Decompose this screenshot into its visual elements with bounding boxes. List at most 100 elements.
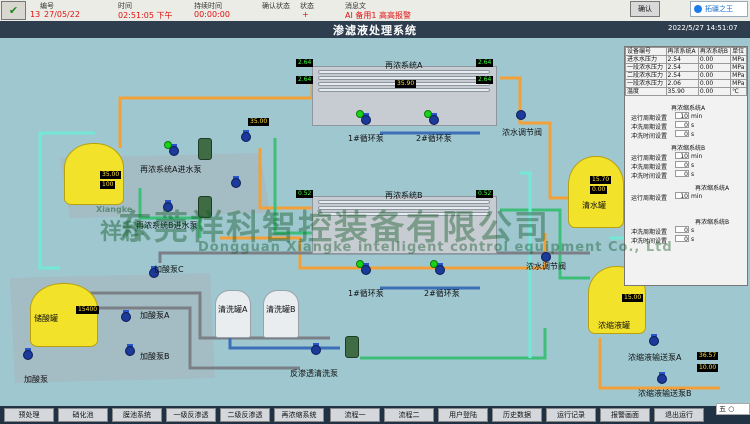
cell: 2.54 [665, 55, 699, 64]
backwash-pump-icon[interactable] [310, 343, 322, 357]
th-device: 设备编号 [625, 47, 667, 56]
acid-pump-b-icon[interactable] [124, 344, 136, 358]
conc-valve-b-label: 浓水调节阀 [526, 262, 566, 271]
nav-alarm[interactable]: 报警画面 [600, 408, 650, 422]
param-input[interactable]: 10 [675, 112, 689, 120]
circ-pump-1b-status [356, 260, 364, 268]
membrane-a4 [318, 88, 490, 92]
ro-skid-b [312, 196, 497, 254]
param-input[interactable]: 10 [675, 152, 689, 160]
alarm-header-status: 状态 [300, 2, 314, 10]
cell: 0.00 [697, 63, 732, 72]
param-unit: min [691, 113, 703, 120]
cell: ℃ [730, 87, 747, 96]
membrane-b2 [318, 206, 490, 210]
produced-tank-label: 清水罐 [582, 201, 606, 210]
nav-run-log[interactable]: 运行记录 [546, 408, 596, 422]
feed-filter-a [198, 138, 212, 160]
acid-pump-c-label: 加酸泵C [154, 265, 184, 274]
ro-system-b-label: 再浓系统B [385, 191, 423, 200]
logo-text: 拓疆之王 [705, 5, 733, 13]
alarm-ack-button[interactable]: 确认 [630, 1, 660, 17]
param-input[interactable]: 0 [675, 235, 689, 243]
cell: 2.54 [665, 63, 699, 72]
param-input[interactable]: 0 [675, 130, 689, 138]
conc-pump-a-label: 浓缩液输送泵A [628, 353, 682, 362]
logo-badge: 拓疆之王 [690, 1, 748, 17]
cell: 2.06 [665, 79, 699, 88]
param-input[interactable]: 0 [675, 170, 689, 178]
nav-ro1[interactable]: 一级反渗透 [166, 408, 216, 422]
param-input[interactable]: 0 [675, 121, 689, 129]
acid-tank-level: 15400 [76, 306, 100, 314]
nav-flow-2[interactable]: 流程二 [384, 408, 434, 422]
param-unit: min [691, 153, 703, 160]
nav-login[interactable]: 用户登陆 [438, 408, 488, 422]
produced-tank-level: 15.70 [590, 176, 612, 184]
nav-exit[interactable]: 退出运行 [654, 408, 704, 422]
param-label: 冲洗周期设置 [631, 124, 668, 131]
system-tray[interactable]: 五 ○ [716, 403, 750, 415]
conc-pump-b-icon[interactable] [656, 372, 668, 386]
circ-pump-2b-icon[interactable] [434, 263, 446, 277]
param-label: 冲洗时间设置 [631, 133, 668, 140]
feed-filter-b [198, 196, 212, 218]
alarm-banner: ✔ 编号 时间 持续时间 确认状态 状态 消息文 13 27/05/22 02:… [0, 0, 750, 22]
cell: 2.54 [665, 71, 699, 80]
backwash-filter [345, 336, 359, 358]
param-unit: s [691, 227, 695, 234]
cell: MPa [730, 79, 747, 88]
nav-history[interactable]: 历史数据 [492, 408, 542, 422]
watermark-name: 祥科 [100, 220, 145, 245]
circ-pump-1a-icon[interactable] [360, 113, 372, 127]
circ-pump-2b-label: 2#循环泵 [424, 289, 460, 298]
alarm-row-duration: 00:00:00 [194, 10, 230, 19]
feed-pump-a2-icon[interactable] [240, 130, 252, 144]
feed-pump-b-label: 再浓系统B进水泵 [136, 221, 198, 230]
alarm-confirm-icon-button[interactable]: ✔ [1, 1, 26, 20]
nav-nitrification[interactable]: 硝化池 [58, 408, 108, 422]
nav-reconcentration[interactable]: 再浓缩系统 [274, 408, 324, 422]
param-input[interactable]: 0 [675, 226, 689, 234]
param-input[interactable]: 10 [675, 192, 689, 200]
th-unit: 单位 [730, 47, 747, 56]
circ-pump-1b-label: 1#循环泵 [348, 289, 384, 298]
feed-pump-b-icon[interactable] [162, 200, 174, 214]
clean-tank-b [263, 290, 299, 338]
nav-ro2[interactable]: 二级反渗透 [220, 408, 270, 422]
ro-system-a-label: 再浓系统A [385, 61, 423, 70]
cell: 0.00 [697, 55, 732, 64]
conc-valve-b-icon[interactable] [540, 250, 552, 264]
acid-pump-a-icon[interactable] [120, 310, 132, 324]
nav-flow-1[interactable]: 流程一 [330, 408, 380, 422]
circ-pump-1b-icon[interactable] [360, 263, 372, 277]
nav-membrane[interactable]: 膜池系统 [112, 408, 162, 422]
pressure-b-out: 0.52 [476, 190, 494, 198]
conc-pump-a-rate: 36.57 [697, 352, 719, 360]
circ-pump-1a-status [356, 110, 364, 118]
param-input[interactable]: 0 [675, 161, 689, 169]
process-canvas: 再浓系统A 再浓系统B 2.64 2.64 2.64 2.64 35.90 0.… [0, 38, 750, 406]
nav-pretreatment[interactable]: 预处理 [4, 408, 54, 422]
acid-dose-pump-icon[interactable] [22, 348, 34, 362]
logo-icon [694, 5, 702, 13]
row-label: 一段浓水压力 [625, 79, 667, 88]
alarm-header-ack: 确认状态 [262, 2, 290, 10]
param-label: 冲洗周期设置 [631, 164, 668, 171]
feed-pump-b2-icon[interactable] [230, 176, 242, 190]
conc-pump-b-rate: 10.00 [697, 364, 719, 372]
conc-pump-a-icon[interactable] [648, 334, 660, 348]
feed-pump-a-label: 再浓系统A进水泵 [140, 165, 202, 174]
feed-pump-a-icon[interactable] [168, 144, 180, 158]
row-label: 温度 [625, 87, 667, 96]
section-b-title: 再浓缩系统B [671, 145, 706, 152]
ro-skid-a [312, 66, 497, 126]
param-label: 冲洗时间设置 [631, 173, 668, 180]
membrane-b1 [318, 200, 490, 204]
conc-valve-a-label: 浓水调节阀 [502, 128, 542, 137]
conc-valve-a-icon[interactable] [515, 108, 527, 122]
circ-pump-2a-icon[interactable] [428, 113, 440, 127]
acid-pump-c-icon[interactable] [148, 266, 160, 280]
alarm-header-time: 时间 [118, 2, 132, 10]
